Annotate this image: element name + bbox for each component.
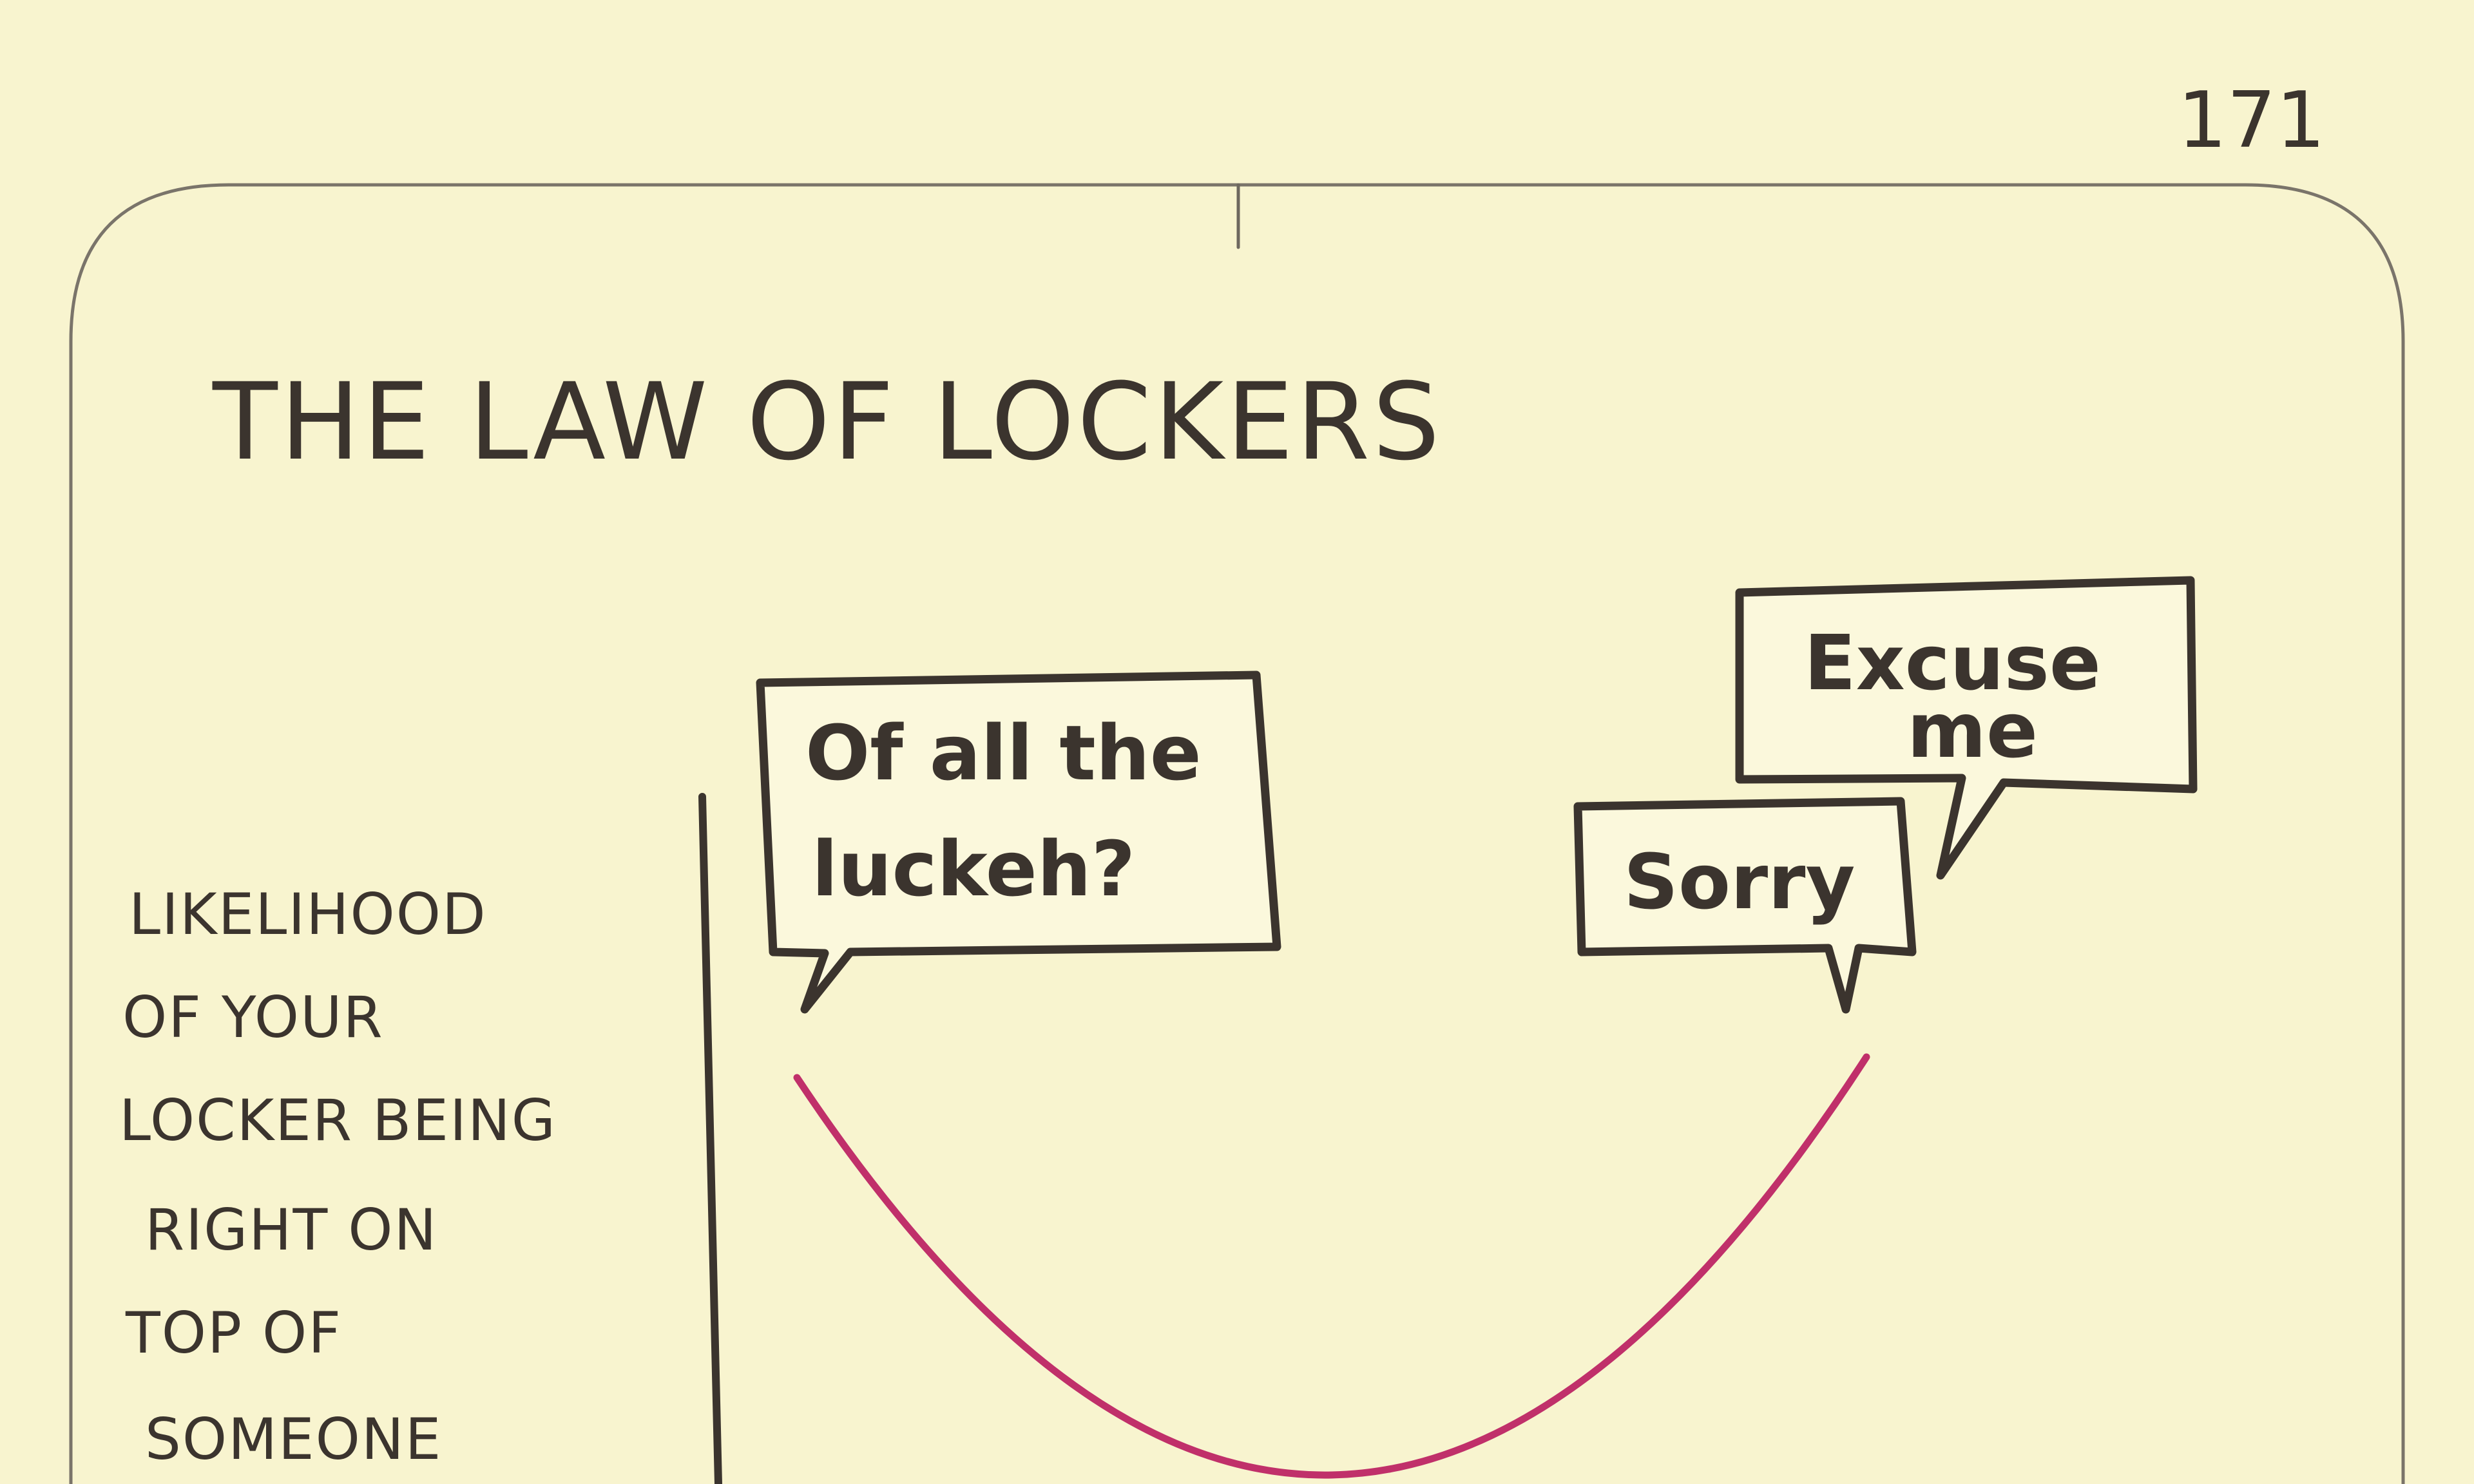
y-label-line: LOCKER BEING (119, 1087, 557, 1154)
bubble-text: luckeh? (812, 824, 1135, 913)
bubble-text: me (1907, 686, 2038, 775)
bubble-text: Sorry (1624, 837, 1855, 926)
chart-title: THE LAW OF LOCKERS (212, 360, 1443, 484)
y-label-line: TOP OF (125, 1300, 342, 1366)
speech-bubble-luckeh: Of all the luckeh? (756, 671, 1281, 1014)
y-axis (698, 793, 722, 1484)
bubble-text: Excuse (1804, 618, 2101, 707)
bubble-text: Of all the (805, 709, 1202, 797)
page-number: 171 (2178, 76, 2325, 166)
y-label-line: RIGHT ON (145, 1197, 437, 1263)
y-label-line: SOMEONE (145, 1406, 442, 1472)
speech-bubble-excuse-me: Excuse me (1735, 576, 2198, 880)
y-label-line: LIKELIHOOD (129, 881, 487, 947)
speech-bubble-sorry: Sorry (1573, 797, 1917, 1014)
y-axis-label: LIKELIHOOD OF YOUR LOCKER BEING RIGHT ON… (119, 881, 557, 1472)
y-label-line: OF YOUR (122, 984, 384, 1051)
u-curve-line (793, 1053, 1870, 1479)
